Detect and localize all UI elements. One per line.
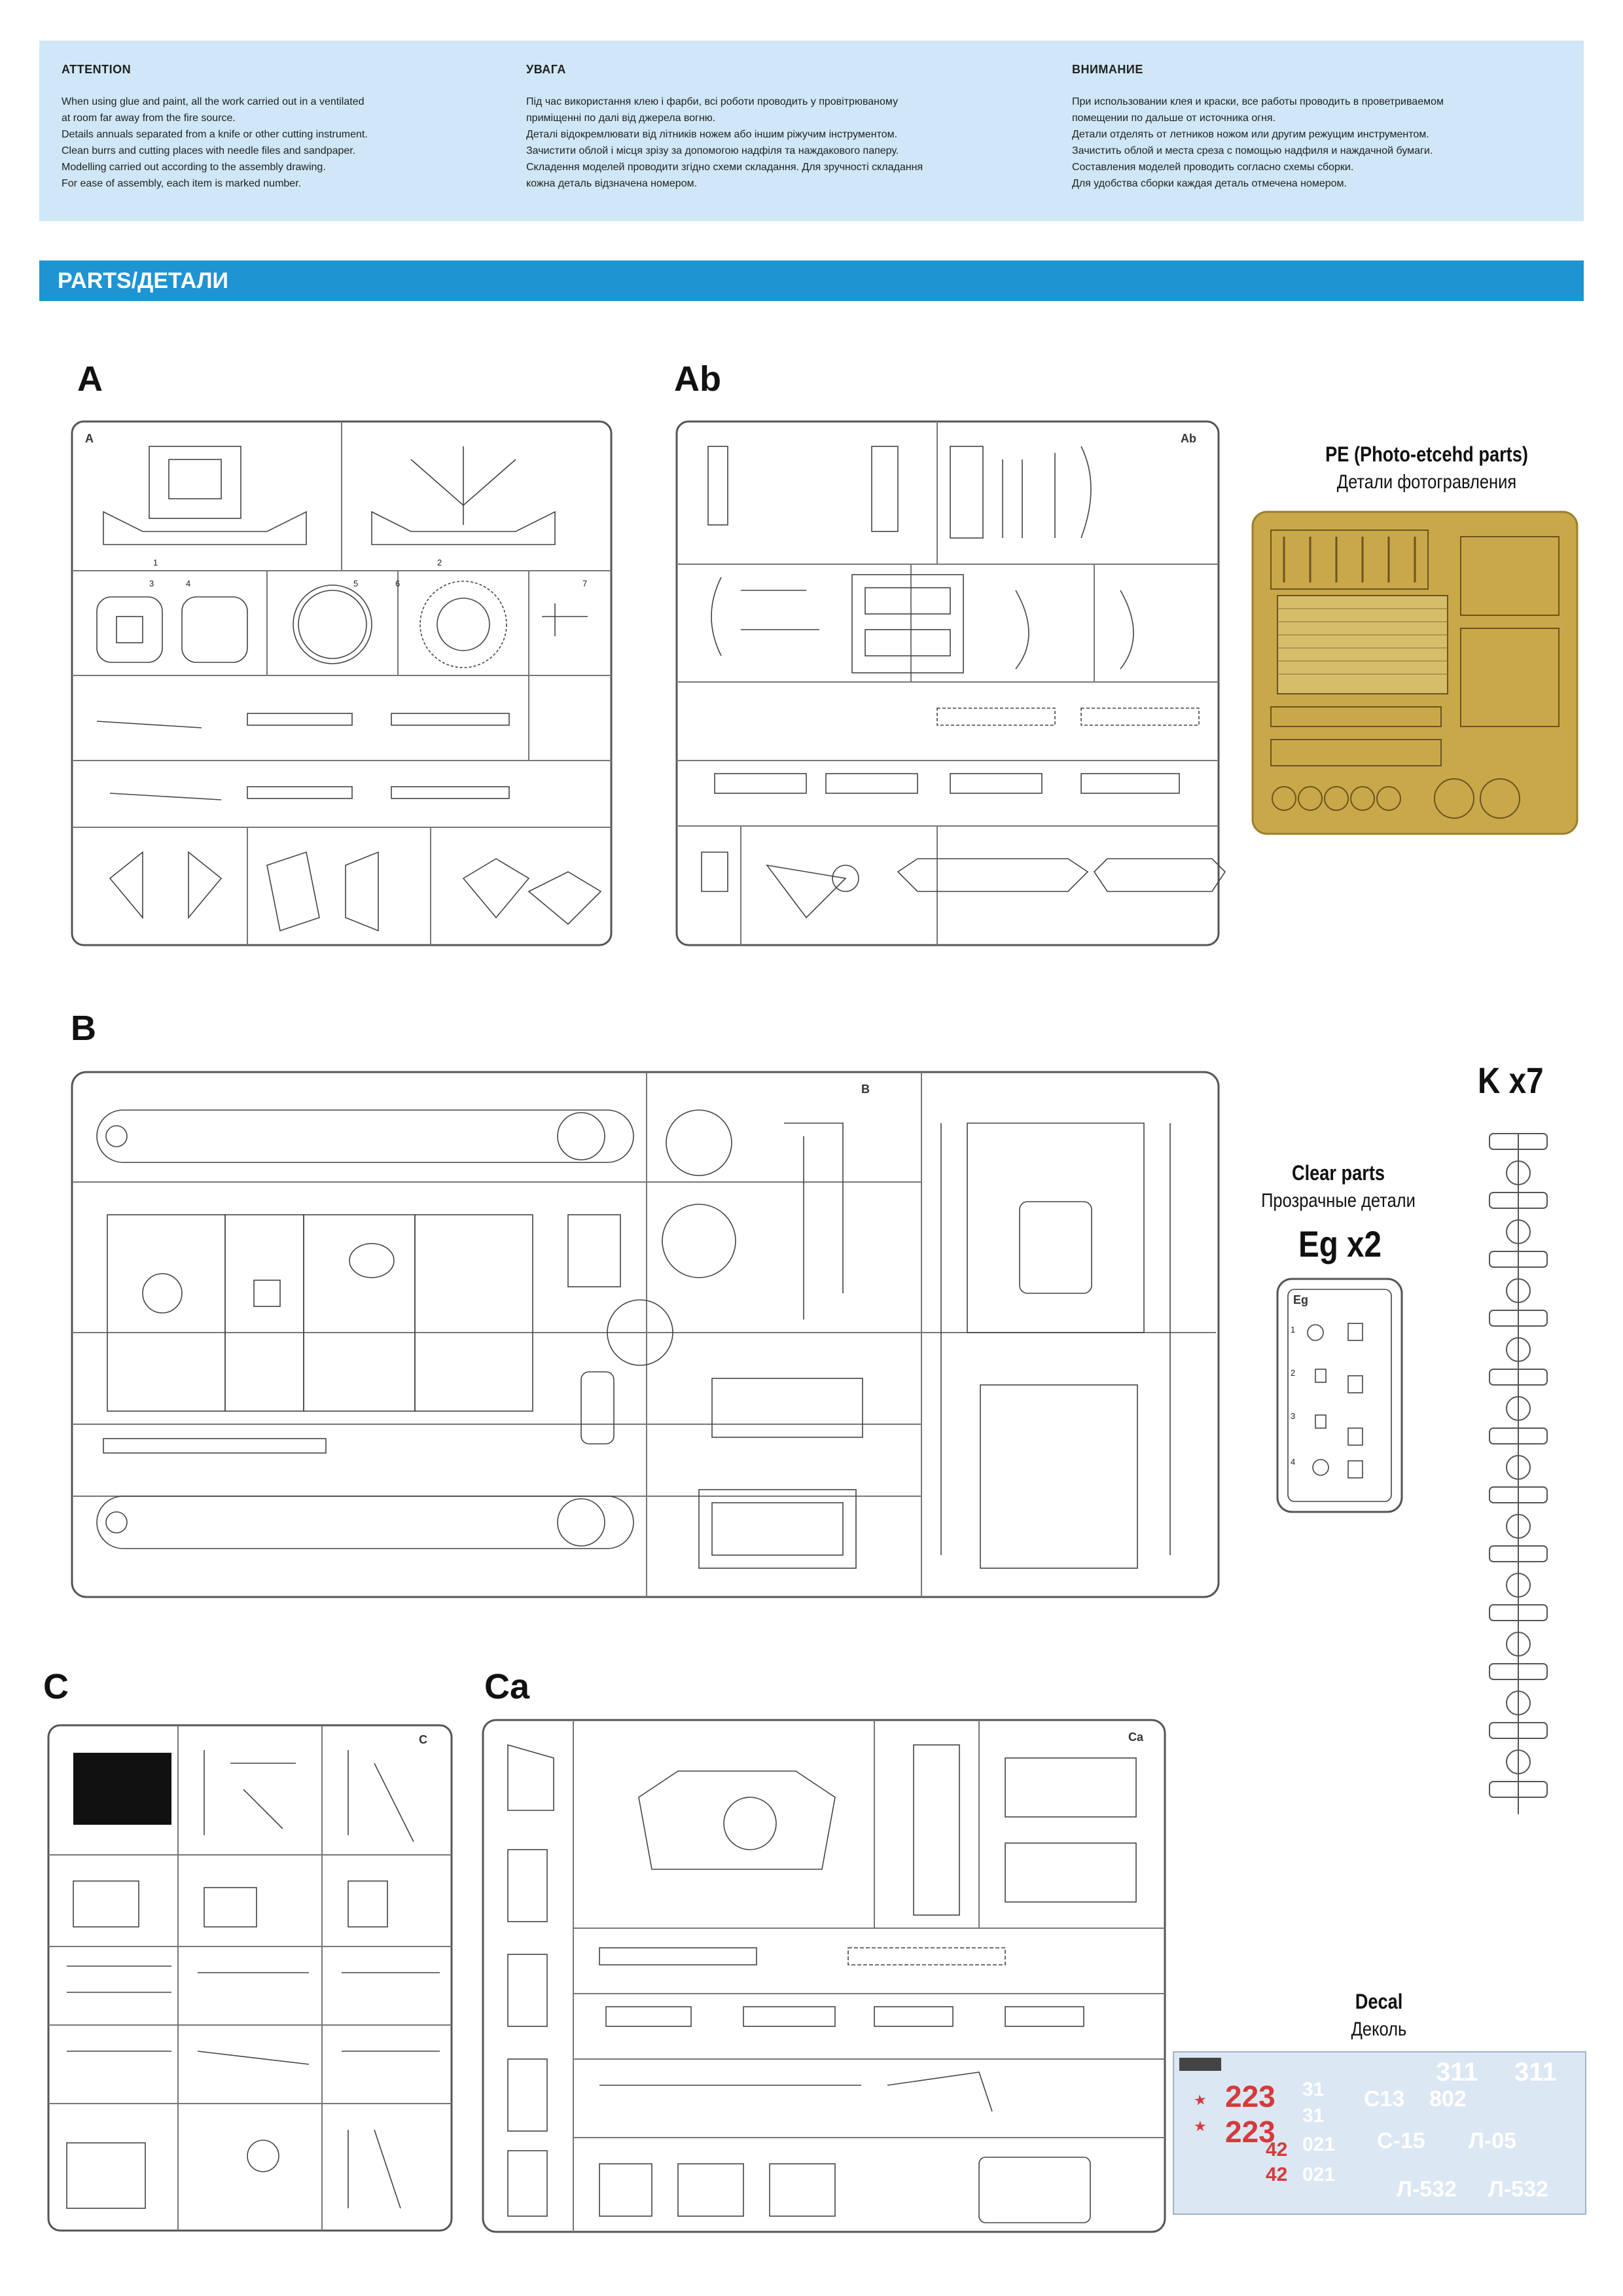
- decal-brand-tag: [1179, 2058, 1221, 2071]
- decal-marking: C13: [1364, 2087, 1405, 2111]
- parts-section-bar: PARTS/ДЕТАЛИ: [39, 260, 1584, 301]
- svg-text:2: 2: [1291, 1368, 1295, 1378]
- attention-box: ATTENTION When using glue and paint, all…: [39, 41, 1584, 221]
- attention-russian: ВНИМАНИЕ При использовании клея и краски…: [1072, 63, 1530, 192]
- attention-heading-ru: ВНИМАНИЕ: [1072, 63, 1143, 76]
- decal-marking: 223: [1225, 2115, 1275, 2149]
- svg-text:4: 4: [186, 579, 190, 588]
- clear-title-ru: Прозрачные детали: [1261, 1190, 1416, 1211]
- decal-marking: 021: [1302, 2164, 1336, 2185]
- attention-ukrainian: УВАГА Під час використання клею і фарби,…: [526, 63, 984, 192]
- decal-marking: 31: [1302, 2105, 1325, 2126]
- decal-marking: 311: [1514, 2058, 1557, 2087]
- decal-marking: 42: [1266, 2164, 1288, 2185]
- svg-text:A: A: [85, 432, 94, 445]
- clear-title-en: Clear parts: [1291, 1161, 1385, 1185]
- sprue-b-drawing: B: [71, 1071, 1220, 1598]
- attention-text-ru: При использовании клея и краски, все раб…: [1072, 96, 1444, 189]
- attention-english: ATTENTION When using glue and paint, all…: [62, 63, 520, 192]
- attention-heading-en: ATTENTION: [62, 63, 132, 76]
- svg-text:Ca: Ca: [1128, 1731, 1144, 1744]
- pe-title-ru: Детали фотогравления: [1336, 471, 1517, 493]
- sprue-label-ab: Ab: [674, 359, 721, 399]
- svg-text:B: B: [861, 1083, 870, 1096]
- sprue-label-a: A: [77, 359, 103, 399]
- parts-title: PARTS/ДЕТАЛИ: [58, 268, 228, 293]
- sprue-label-ca: Ca: [484, 1667, 530, 1706]
- attention-text-ua: Під час використання клею і фарби, всі р…: [526, 96, 923, 189]
- decal-marking: 31: [1302, 2079, 1325, 2100]
- star-icon: ★: [1192, 2090, 1208, 2109]
- svg-text:C: C: [419, 1733, 427, 1746]
- attention-text-en: When using glue and paint, all the work …: [62, 96, 368, 189]
- svg-text:2: 2: [437, 558, 442, 567]
- decal-marking: Л-532: [1397, 2177, 1457, 2202]
- svg-text:3: 3: [149, 579, 154, 588]
- star-icon: ★: [1194, 2118, 1207, 2134]
- svg-text:1: 1: [1291, 1325, 1295, 1335]
- track-links-k: [1489, 1133, 1548, 1814]
- svg-text:1: 1: [153, 558, 158, 567]
- sprue-label-k: K x7: [1478, 1060, 1544, 1101]
- svg-text:5: 5: [353, 579, 358, 588]
- sprue-eg-drawing: Eg 1 2 3 4: [1276, 1278, 1403, 1513]
- svg-text:Ab: Ab: [1181, 432, 1196, 445]
- sprue-label-eg: Eg x2: [1298, 1223, 1382, 1265]
- sprue-c-drawing: C: [47, 1724, 453, 2232]
- decal-marking: 42: [1266, 2139, 1288, 2161]
- sprue-ca-drawing: Ca: [482, 1719, 1166, 2233]
- sprue-label-b: B: [71, 1009, 96, 1048]
- svg-text:3: 3: [1291, 1411, 1295, 1421]
- svg-text:6: 6: [395, 579, 400, 588]
- decal-title-en: Decal: [1355, 1990, 1403, 2013]
- svg-text:Eg: Eg: [1293, 1293, 1308, 1306]
- decal-marking: Л-532: [1488, 2177, 1548, 2202]
- pe-title-en: PE (Photo-etcehd parts): [1325, 442, 1528, 466]
- decal-marking: 021: [1302, 2134, 1336, 2155]
- sprue-ab-drawing: Ab: [675, 420, 1226, 946]
- decal-sheet: ★ ★ 223 223 31 31 311 311 C13 802 021 02…: [1173, 2051, 1586, 2215]
- svg-text:7: 7: [582, 579, 587, 588]
- decal-title-ru: Деколь: [1351, 2018, 1407, 2040]
- sprue-label-c: C: [43, 1667, 69, 1706]
- svg-text:4: 4: [1291, 1457, 1295, 1467]
- sprue-a-drawing: A 1 2 3 4 5 6 7: [71, 420, 613, 946]
- decal-marking: C-15: [1377, 2128, 1425, 2153]
- decal-marking: 223: [1225, 2079, 1275, 2113]
- decal-marking: 311: [1436, 2058, 1478, 2087]
- attention-heading-ua: УВАГА: [526, 63, 566, 76]
- pe-fret: [1251, 511, 1578, 835]
- decal-marking: Л-05: [1469, 2128, 1516, 2153]
- decal-marking: 802: [1429, 2087, 1467, 2111]
